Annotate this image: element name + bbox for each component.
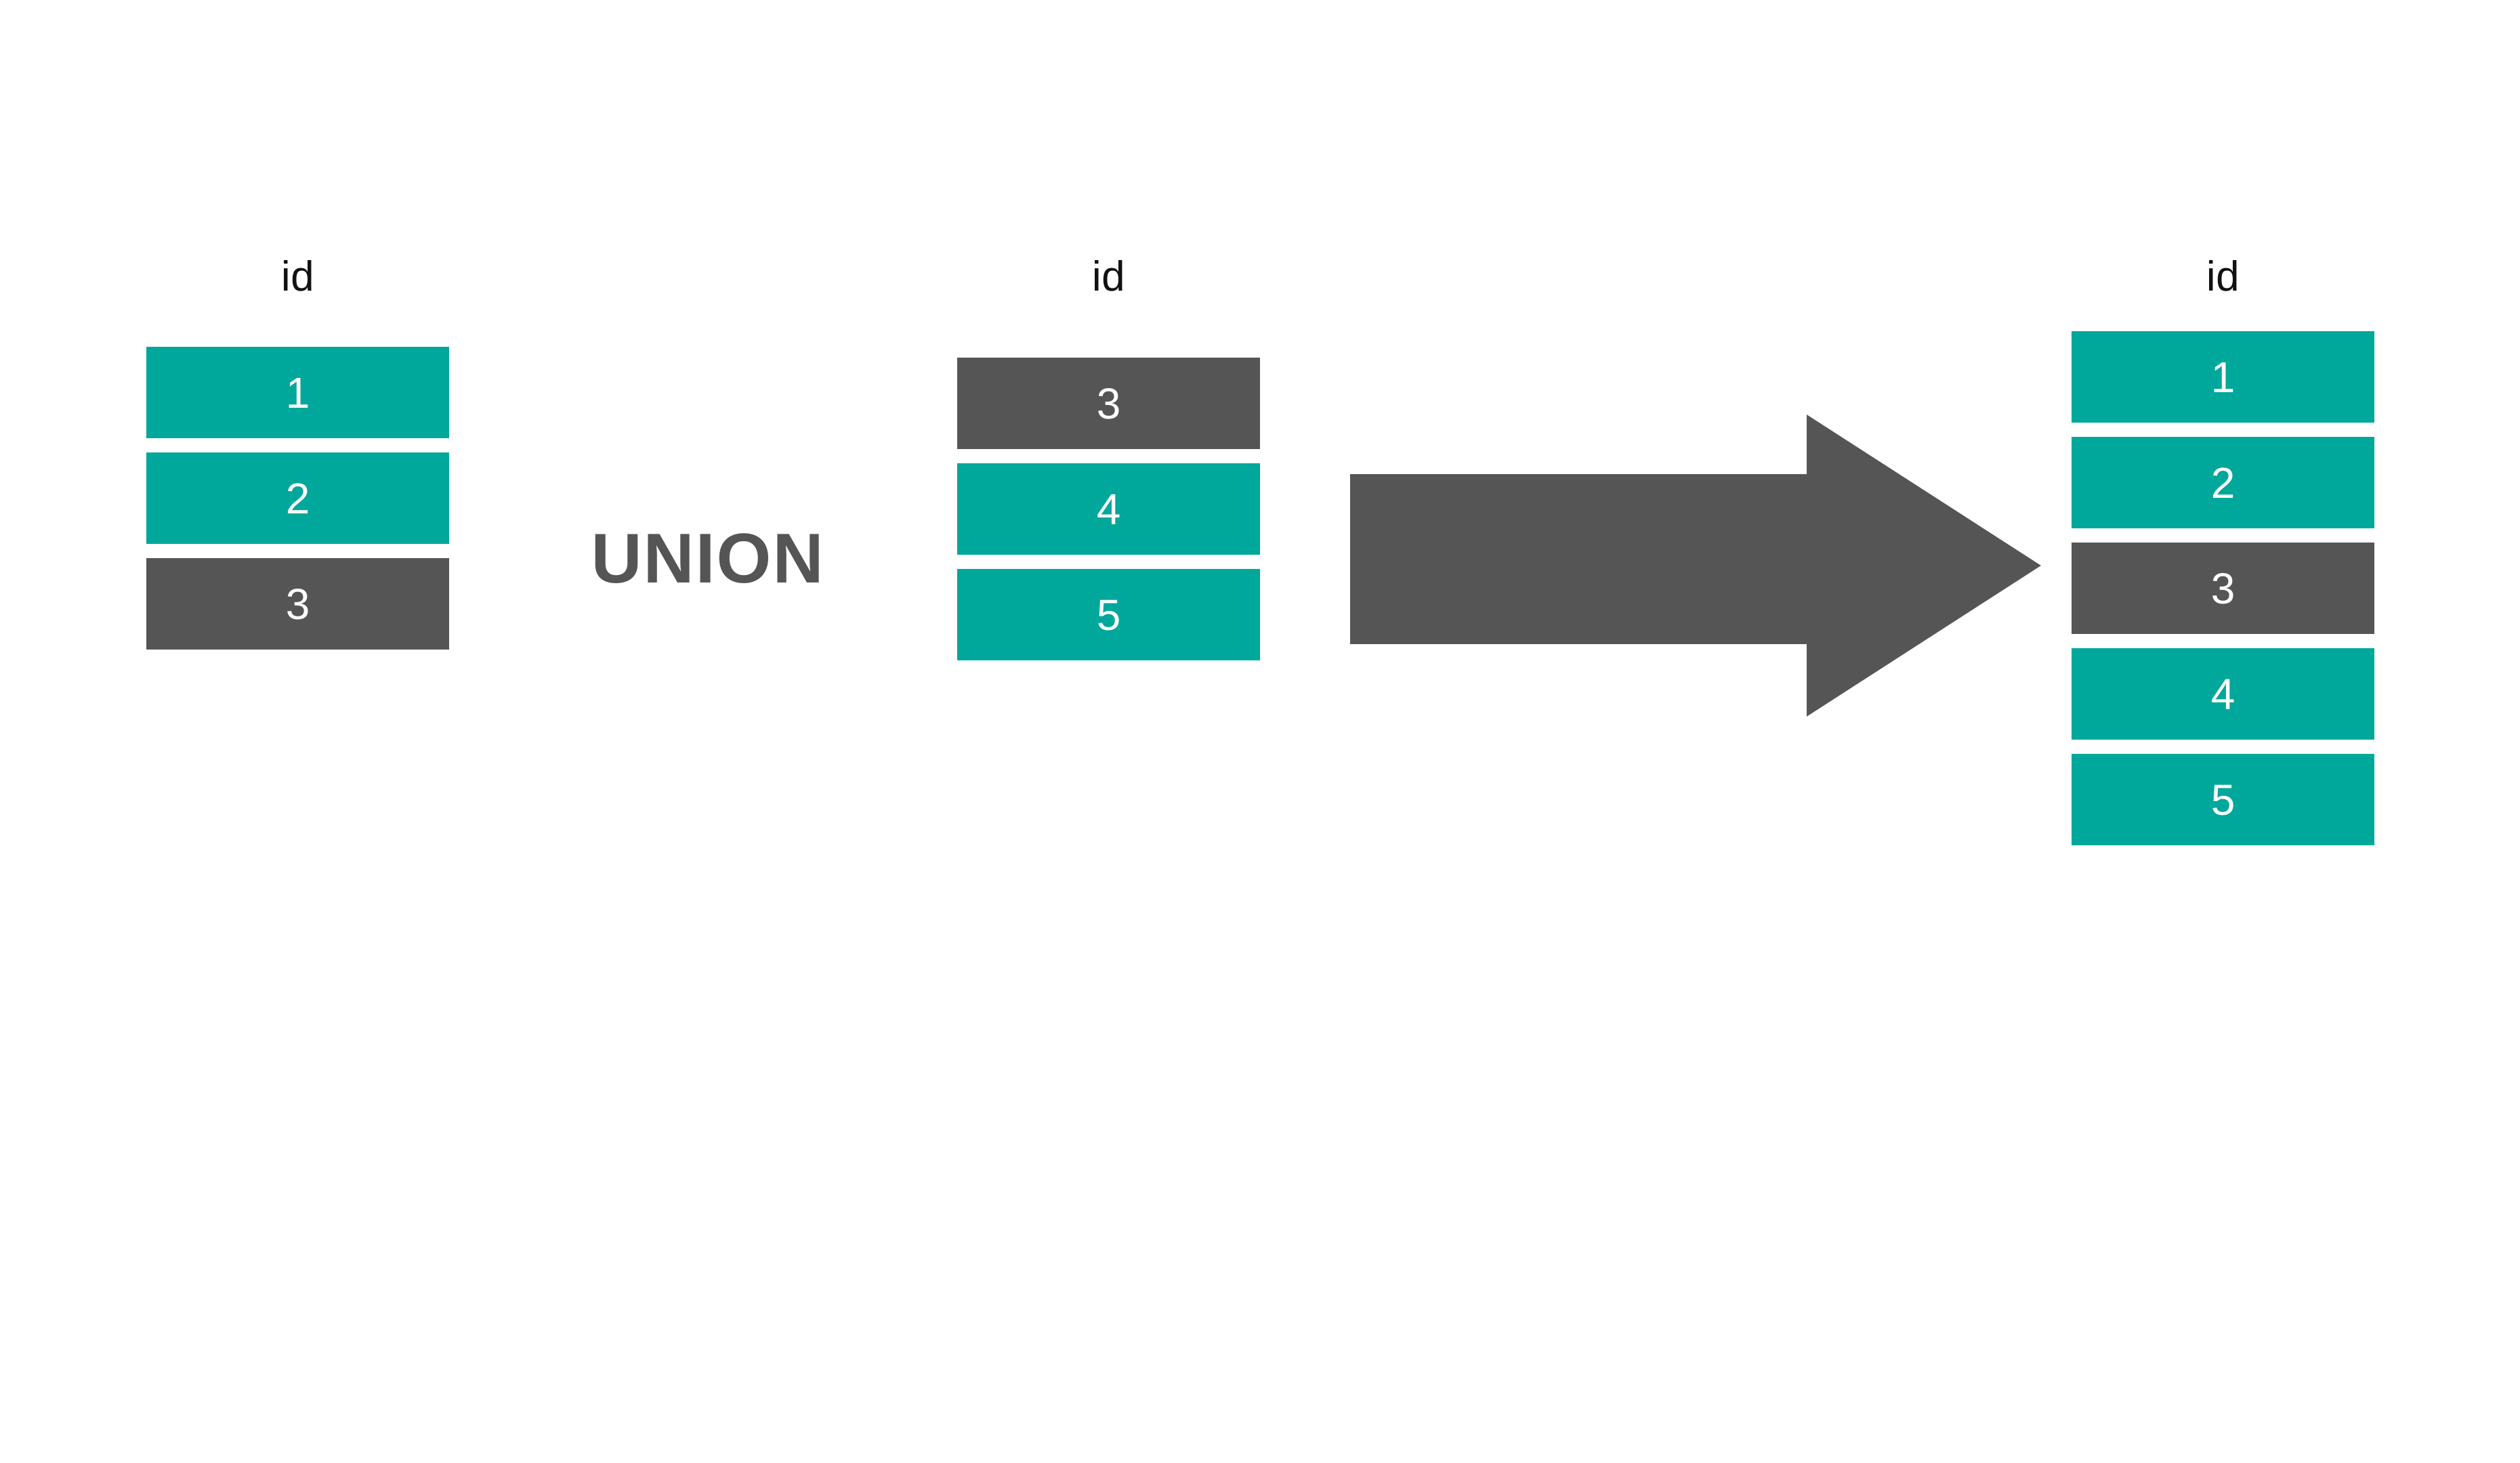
cell-value: 2 bbox=[2210, 458, 2235, 507]
cell-value: 5 bbox=[2210, 775, 2235, 824]
cell-value: 1 bbox=[2210, 352, 2235, 402]
arrow-right-shape bbox=[1350, 415, 2041, 717]
cell-value: 3 bbox=[1096, 379, 1121, 428]
result-column-header: id bbox=[2206, 253, 2240, 300]
table-row: 1 bbox=[2072, 331, 2374, 423]
table-row: 3 bbox=[957, 358, 1260, 449]
result-arrow bbox=[1350, 406, 2048, 725]
table-row: 4 bbox=[957, 463, 1260, 555]
cell-value: 3 bbox=[2210, 564, 2235, 613]
cell-value: 5 bbox=[1096, 590, 1121, 639]
table-row: 3 bbox=[146, 558, 449, 650]
cell-value: 3 bbox=[285, 579, 310, 629]
left-operand-rows: 1 2 3 bbox=[146, 347, 449, 650]
right-operand-rows: 3 4 5 bbox=[957, 358, 1260, 660]
cell-value: 4 bbox=[1096, 484, 1121, 534]
table-row: 2 bbox=[146, 452, 449, 544]
cell-value: 1 bbox=[285, 368, 310, 417]
table-row: 1 bbox=[146, 347, 449, 438]
table-row: 5 bbox=[957, 569, 1260, 660]
left-operand-column-header: id bbox=[280, 253, 315, 300]
table-row: 4 bbox=[2072, 648, 2374, 740]
cell-value: 2 bbox=[285, 473, 310, 523]
cell-value: 4 bbox=[2210, 669, 2235, 719]
right-operand-column-header: id bbox=[1091, 253, 1126, 300]
table-row: 2 bbox=[2072, 437, 2374, 528]
result-rows: 1 2 3 4 5 bbox=[2072, 331, 2374, 845]
table-row: 5 bbox=[2072, 754, 2374, 845]
arrow-right-icon bbox=[1350, 415, 2041, 717]
table-row: 3 bbox=[2072, 543, 2374, 634]
union-operator-label: UNION bbox=[591, 520, 825, 598]
